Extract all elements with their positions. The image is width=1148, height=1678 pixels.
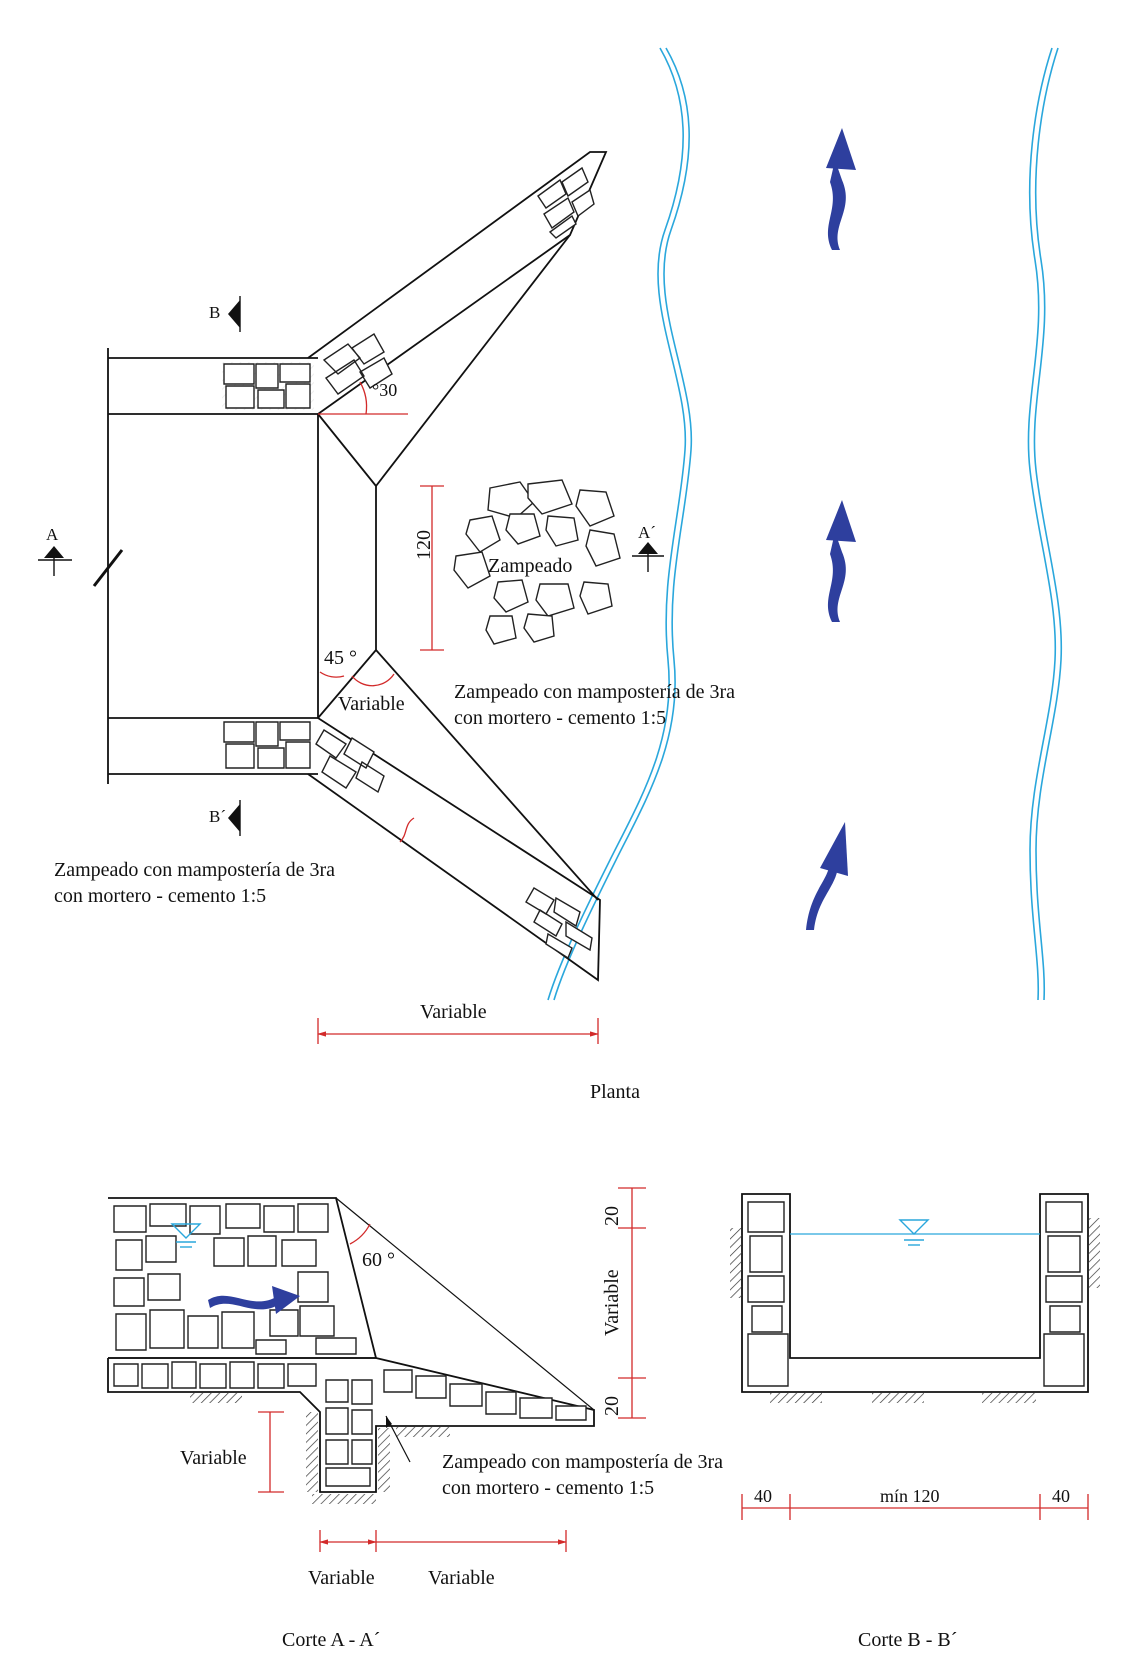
label-aa-dim-top: 20 xyxy=(601,1206,623,1226)
label-dim-plan-bottom: Variable xyxy=(420,1001,487,1023)
section-bb: 40 mín 120 40 Corte B - B´ xyxy=(730,1193,1100,1651)
masonry-left-top xyxy=(222,362,314,410)
plan-view: B B´ A A´ °30 45 ° Variable 120 Zampeado… xyxy=(38,47,1063,1103)
section-aa-title: Corte A - A´ xyxy=(282,1629,380,1651)
dim-bb xyxy=(741,1494,1089,1520)
label-bb-center: mín 120 xyxy=(880,1486,940,1506)
note-aa-line2: con mortero - cemento 1:5 xyxy=(442,1477,654,1499)
note-right-line2: con mortero - cemento 1:5 xyxy=(454,707,666,729)
label-section-b-prime: B´ xyxy=(209,807,226,826)
label-bb-left: 40 xyxy=(754,1486,772,1506)
label-variable-inner: Variable xyxy=(338,693,405,715)
river xyxy=(547,47,1063,1001)
masonry-left-bottom xyxy=(223,721,311,769)
section-marker-a-prime xyxy=(632,542,664,572)
label-section-a-prime: A´ xyxy=(638,523,656,542)
label-angle-30: °30 xyxy=(372,380,397,400)
masonry-wing-bottom-outer xyxy=(525,887,593,960)
flow-arrow-bottom xyxy=(806,822,848,930)
note-left-line2: con mortero - cemento 1:5 xyxy=(54,885,266,907)
masonry-wing-top-inner xyxy=(322,333,393,395)
label-section-a: A xyxy=(46,525,59,544)
flow-arrow-middle xyxy=(826,500,856,622)
masonry-wing-bottom-inner xyxy=(315,729,385,794)
note-aa-line1: Zampeado con mampostería de 3ra xyxy=(442,1451,723,1473)
label-zampeado: Zampeado xyxy=(488,555,572,577)
masonry-wing-top-outer xyxy=(537,166,595,239)
label-bb-right: 40 xyxy=(1052,1486,1070,1506)
water-symbol-aa xyxy=(170,1223,202,1248)
dim-aa-widths xyxy=(319,1530,567,1552)
label-aa-width1: Variable xyxy=(308,1567,375,1589)
plan-title: Planta xyxy=(590,1081,640,1103)
zampeado-stones xyxy=(453,479,621,645)
section-aa: 60 ° 20 Variable 20 Variable Variable Va… xyxy=(107,1187,723,1651)
section-bb-title: Corte B - B´ xyxy=(858,1629,957,1651)
water-symbol-bb xyxy=(898,1219,930,1246)
label-aa-width2: Variable xyxy=(428,1567,495,1589)
section-bb-stones xyxy=(747,1201,1085,1387)
angle-arcs xyxy=(318,381,415,843)
label-aa-depth: Variable xyxy=(180,1447,247,1469)
section-marker-a xyxy=(38,546,72,576)
break-mark xyxy=(92,549,124,587)
section-marker-b xyxy=(228,296,241,332)
flow-arrow-section xyxy=(208,1286,300,1314)
flow-arrow-top xyxy=(826,128,856,250)
label-angle-45: 45 ° xyxy=(324,647,357,669)
label-aa-dim-bottom: 20 xyxy=(601,1396,623,1416)
label-dim-120: 120 xyxy=(413,530,435,560)
section-aa-stones xyxy=(113,1203,587,1487)
label-section-b: B xyxy=(209,303,220,322)
section-marker-b-prime xyxy=(228,800,241,836)
dim-aa-vertical xyxy=(618,1187,646,1419)
dim-aa-depth xyxy=(258,1411,284,1493)
dim-120 xyxy=(420,485,444,651)
note-left-line1: Zampeado con mampostería de 3ra xyxy=(54,859,335,881)
dim-plan-bottom xyxy=(317,1018,599,1044)
label-aa-dim-middle: Variable xyxy=(601,1269,623,1336)
note-right-line1: Zampeado con mampostería de 3ra xyxy=(454,681,735,703)
label-angle-60: 60 ° xyxy=(362,1249,395,1271)
